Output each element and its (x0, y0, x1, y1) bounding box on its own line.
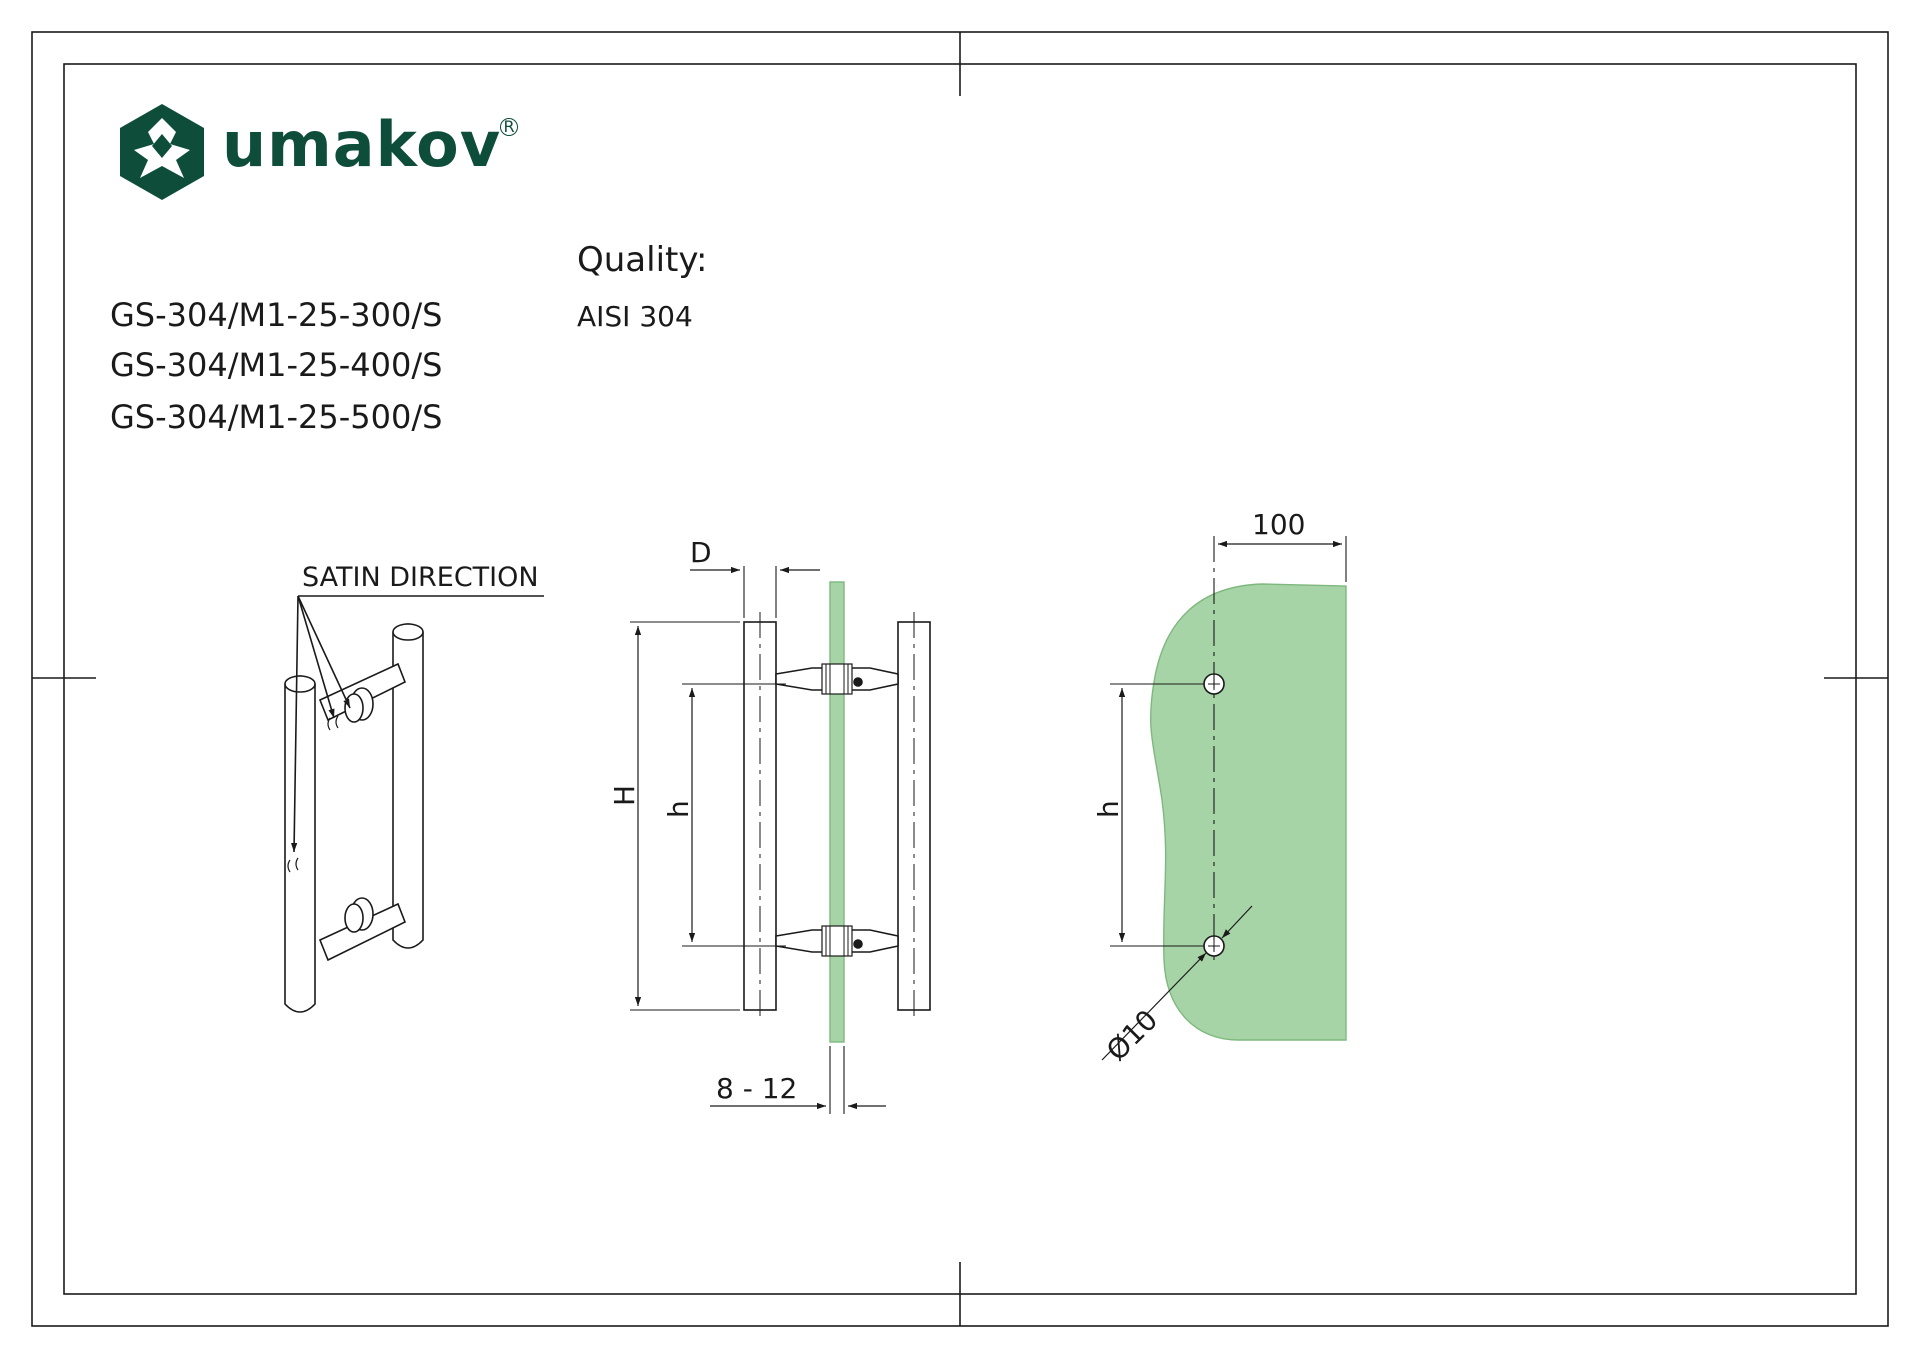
dim-h-label: h (662, 800, 695, 818)
dim-width-label: 100 (1252, 508, 1306, 541)
quality-title: Quality: (577, 240, 708, 280)
dim-glass-thickness-label: 8 - 12 (716, 1072, 798, 1105)
umakov-logo-icon (120, 104, 204, 200)
satin-direction-label: SATIN DIRECTION (302, 562, 539, 593)
isometric-handle-view (284, 595, 544, 1013)
brand-name: umakov (222, 108, 502, 181)
registered-mark: R (500, 118, 518, 136)
model-code-3: GS-304/M1-25-500/S (110, 398, 443, 436)
model-code-2: GS-304/M1-25-400/S (110, 346, 443, 384)
dim-H-label: H (608, 784, 641, 806)
quality-value: AISI 304 (577, 300, 693, 333)
glass-drilling-view (1101, 536, 1347, 1061)
model-code-1: GS-304/M1-25-300/S (110, 296, 443, 334)
front-view (630, 566, 931, 1114)
sheet-frame (31, 31, 1889, 1327)
dim-D-label: D (690, 536, 712, 569)
dim-h-label-glass: h (1092, 800, 1125, 818)
